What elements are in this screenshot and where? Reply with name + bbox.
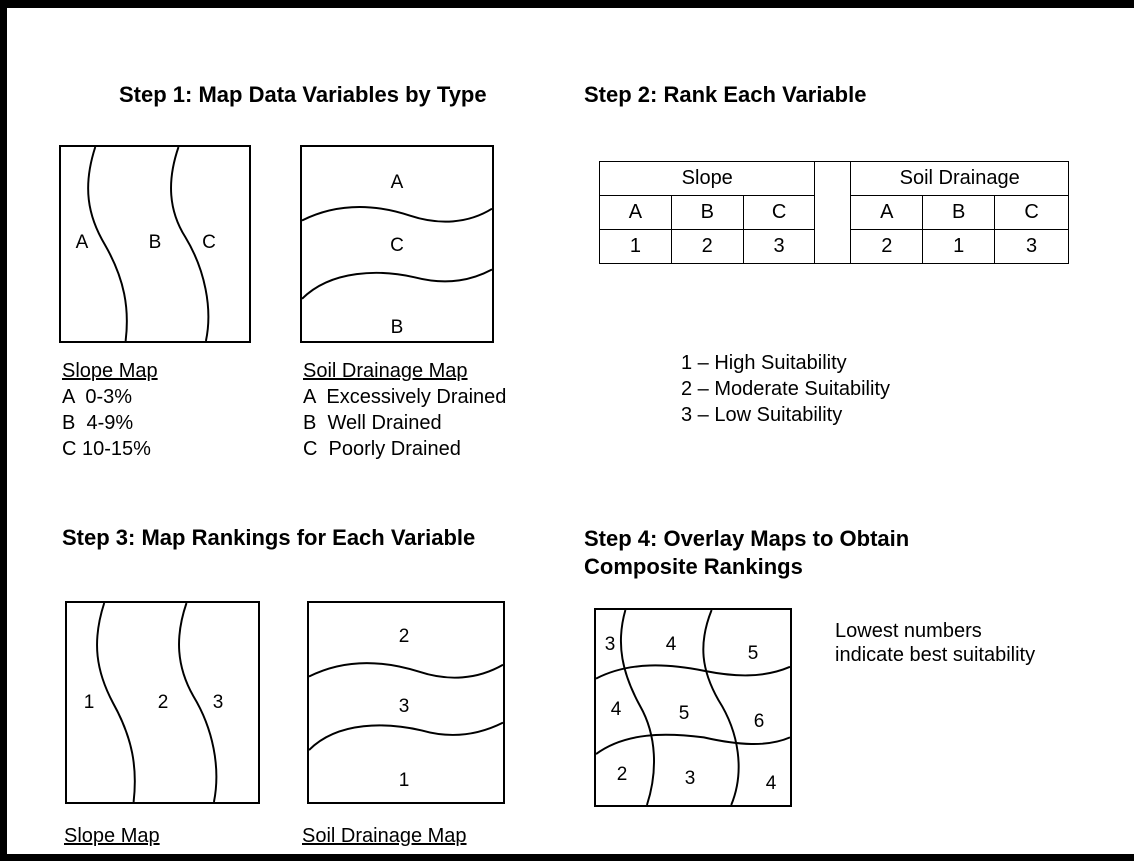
slope-zone-label: A bbox=[75, 232, 89, 253]
step1-heading: Step 1: Map Data Variables by Type bbox=[119, 82, 487, 107]
suitability-key-item: 3 – Low Suitability bbox=[681, 404, 843, 426]
step3-drainage-map: 2 3 1 bbox=[307, 601, 505, 804]
drainage-class-cell: C bbox=[994, 195, 1069, 230]
step3-slope-map-title: Slope Map bbox=[64, 825, 160, 847]
slope-rank-cell: 2 bbox=[670, 229, 744, 264]
slope-zone-label: B bbox=[148, 232, 162, 253]
composite-value: 4 bbox=[610, 699, 622, 720]
slope-header: Slope bbox=[598, 161, 816, 196]
slope-rank-boundaries bbox=[96, 602, 218, 803]
slope-legend: Slope Map A 0-3% B 4-9% C 10-15% bbox=[62, 358, 158, 462]
composite-value: 3 bbox=[684, 768, 696, 789]
drainage-zone-label: B bbox=[390, 317, 404, 338]
drainage-header: Soil Drainage bbox=[850, 161, 1069, 196]
slope-legend-title: Slope Map bbox=[62, 360, 158, 382]
drainage-legend-item: B Well Drained bbox=[303, 412, 442, 434]
step4-heading-line2: Composite Rankings bbox=[584, 554, 803, 579]
slope-zone-label: C bbox=[202, 232, 216, 253]
slope-rank-label: 2 bbox=[157, 692, 169, 713]
slope-rank-cell: 1 bbox=[599, 229, 672, 264]
composite-note-line2: indicate best suitability bbox=[835, 644, 1036, 666]
drainage-rank-cell: 1 bbox=[922, 229, 996, 264]
composite-value: 2 bbox=[616, 764, 628, 785]
slope-rank-label: 1 bbox=[83, 692, 95, 713]
slope-class-cell: B bbox=[670, 195, 744, 230]
drainage-legend-title: Soil Drainage Map bbox=[303, 360, 468, 382]
slope-rank-label: 3 bbox=[212, 692, 224, 713]
drainage-rank-label: 3 bbox=[398, 696, 410, 717]
drainage-class-cell: B bbox=[922, 195, 996, 230]
drainage-zone-label: C bbox=[390, 235, 404, 256]
drainage-rank-cell: 3 bbox=[994, 229, 1069, 264]
slope-boundaries bbox=[87, 146, 210, 342]
step4-heading-line1: Step 4: Overlay Maps to Obtain bbox=[584, 526, 910, 551]
composite-boundaries bbox=[595, 609, 791, 806]
composite-value: 6 bbox=[753, 711, 765, 732]
ranking-table: Slope Soil Drainage A B C A B C 1 2 3 2 … bbox=[598, 161, 1069, 264]
suitability-key-item: 1 – High Suitability bbox=[681, 352, 847, 374]
slope-class-cell: C bbox=[742, 195, 816, 230]
drainage-rank-boundaries bbox=[308, 662, 504, 751]
slope-legend-item: C 10-15% bbox=[62, 438, 151, 460]
drainage-legend-item: A Excessively Drained bbox=[303, 386, 507, 408]
drainage-legend-item: C Poorly Drained bbox=[303, 438, 461, 460]
drainage-class-cell: A bbox=[850, 195, 924, 230]
slope-class-cell: A bbox=[599, 195, 672, 230]
composite-value: 5 bbox=[678, 703, 690, 724]
composite-map: 3 4 5 4 5 6 2 3 4 bbox=[594, 608, 792, 807]
slope-rank-cell: 3 bbox=[742, 229, 816, 264]
table-gap bbox=[814, 161, 852, 264]
suitability-key: 1 – High Suitability 2 – Moderate Suitab… bbox=[681, 350, 890, 428]
drainage-zone-label: A bbox=[390, 172, 404, 193]
composite-value: 4 bbox=[765, 773, 777, 794]
suitability-key-item: 2 – Moderate Suitability bbox=[681, 378, 891, 400]
step4-heading: Step 4: Overlay Maps to Obtain Composite… bbox=[584, 525, 909, 581]
step2-heading: Step 2: Rank Each Variable bbox=[584, 82, 867, 107]
composite-value: 4 bbox=[665, 634, 677, 655]
step3-heading: Step 3: Map Rankings for Each Variable bbox=[62, 525, 476, 550]
drainage-rank-label: 1 bbox=[398, 770, 410, 791]
composite-note: Lowest numbers indicate best suitability bbox=[835, 619, 1035, 667]
step3-slope-map: 1 2 3 bbox=[65, 601, 260, 804]
slope-legend-item: A 0-3% bbox=[62, 386, 133, 408]
step1-slope-map: A B C bbox=[59, 145, 251, 343]
drainage-rank-label: 2 bbox=[398, 626, 410, 647]
drainage-rank-cell: 2 bbox=[850, 229, 924, 264]
step1-drainage-map: A C B bbox=[300, 145, 494, 343]
composite-note-line1: Lowest numbers bbox=[835, 620, 982, 642]
composite-value: 3 bbox=[604, 634, 616, 655]
composite-value: 5 bbox=[747, 643, 759, 664]
slope-legend-item: B 4-9% bbox=[62, 412, 134, 434]
drainage-boundaries bbox=[301, 206, 493, 300]
drainage-legend: Soil Drainage Map A Excessively Drained … bbox=[303, 358, 506, 462]
step3-drainage-map-title: Soil Drainage Map bbox=[302, 825, 467, 847]
